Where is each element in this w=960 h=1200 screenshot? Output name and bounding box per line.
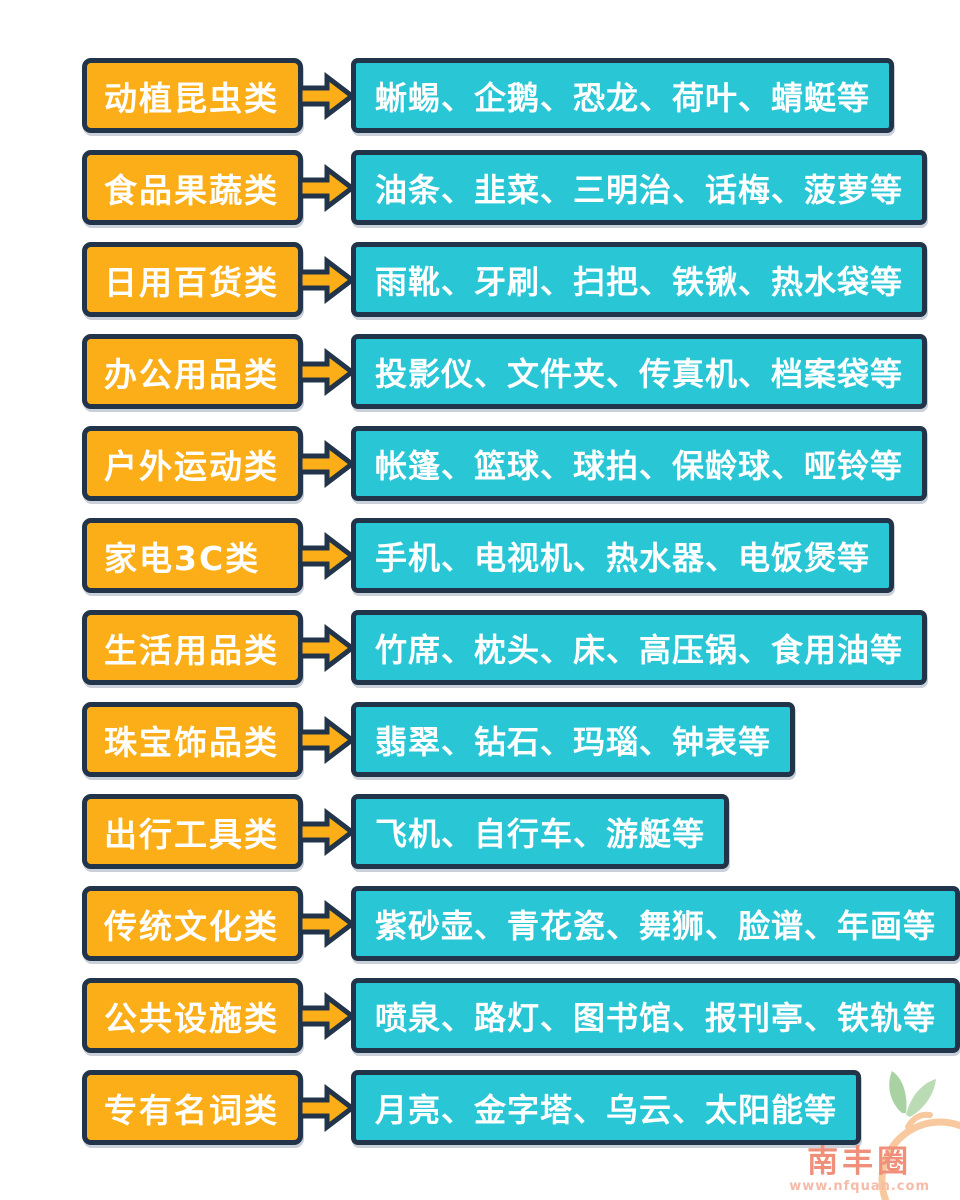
category-box: 专有名词类	[82, 1070, 303, 1145]
items-label: 翡翠、钻石、玛瑙、钟表等	[375, 722, 772, 761]
category-label: 动植昆虫类	[104, 78, 279, 118]
category-label: 生活用品类	[104, 630, 279, 670]
items-label: 蜥蜴、企鹅、恐龙、荷叶、蜻蜓等	[375, 78, 871, 117]
items-box: 蜥蜴、企鹅、恐龙、荷叶、蜻蜓等	[351, 58, 895, 133]
items-label: 油条、韭菜、三明治、话梅、菠萝等	[375, 170, 904, 209]
category-box: 日用百货类	[82, 242, 303, 317]
category-box: 传统文化类	[82, 886, 303, 961]
arrow-right-icon	[298, 899, 356, 948]
watermark-url: www.nfquan.com	[789, 1179, 930, 1194]
items-box: 竹席、枕头、床、高压锅、食用油等	[351, 610, 928, 685]
arrow-right-icon	[298, 255, 356, 304]
items-label: 帐篷、篮球、球拍、保龄球、哑铃等	[375, 446, 904, 485]
items-label: 手机、电视机、热水器、电饭煲等	[375, 538, 871, 577]
arrow-right-icon	[298, 163, 356, 212]
watermark-brand: 南丰圈	[807, 1143, 913, 1180]
items-box: 翡翠、钻石、玛瑙、钟表等	[351, 702, 796, 777]
category-box: 家电3C类	[82, 518, 303, 593]
arrow-right-icon	[298, 1083, 356, 1132]
items-label: 紫砂壶、青花瓷、舞狮、脸谱、年画等	[375, 906, 937, 945]
category-row: 办公用品类 投影仪、文件夹、传真机、档案袋等	[82, 334, 960, 409]
category-label: 传统文化类	[104, 906, 279, 946]
category-label: 家电3C类	[104, 538, 261, 578]
category-row: 公共设施类 喷泉、路灯、图书馆、报刊亭、铁轨等	[82, 978, 960, 1053]
category-label: 珠宝饰品类	[104, 722, 279, 762]
category-label: 日用百货类	[104, 262, 279, 302]
items-box: 月亮、金字塔、乌云、太阳能等	[351, 1070, 862, 1145]
category-label: 专有名词类	[104, 1090, 279, 1130]
category-row: 日用百货类 雨靴、牙刷、扫把、铁锹、热水袋等	[82, 242, 960, 317]
category-row: 食品果蔬类 油条、韭菜、三明治、话梅、菠萝等	[82, 150, 960, 225]
category-box: 生活用品类	[82, 610, 303, 685]
items-box: 油条、韭菜、三明治、话梅、菠萝等	[351, 150, 928, 225]
items-label: 竹席、枕头、床、高压锅、食用油等	[375, 630, 904, 669]
items-label: 飞机、自行车、游艇等	[375, 814, 706, 853]
items-box: 投影仪、文件夹、传真机、档案袋等	[351, 334, 928, 409]
category-label: 出行工具类	[104, 814, 279, 854]
category-box: 户外运动类	[82, 426, 303, 501]
category-row: 专有名词类 月亮、金字塔、乌云、太阳能等	[82, 1070, 960, 1145]
category-box: 公共设施类	[82, 978, 303, 1053]
items-label: 月亮、金字塔、乌云、太阳能等	[375, 1090, 838, 1129]
category-row: 家电3C类 手机、电视机、热水器、电饭煲等	[82, 518, 960, 593]
items-box: 喷泉、路灯、图书馆、报刊亭、铁轨等	[351, 978, 960, 1053]
category-label: 户外运动类	[104, 446, 279, 486]
items-box: 手机、电视机、热水器、电饭煲等	[351, 518, 895, 593]
items-box: 雨靴、牙刷、扫把、铁锹、热水袋等	[351, 242, 928, 317]
category-label: 食品果蔬类	[104, 170, 279, 210]
items-box: 帐篷、篮球、球拍、保龄球、哑铃等	[351, 426, 928, 501]
items-box: 紫砂壶、青花瓷、舞狮、脸谱、年画等	[351, 886, 960, 961]
category-box: 食品果蔬类	[82, 150, 303, 225]
category-row: 户外运动类 帐篷、篮球、球拍、保龄球、哑铃等	[82, 426, 960, 501]
arrow-right-icon	[298, 991, 356, 1040]
category-label: 办公用品类	[104, 354, 279, 394]
category-row: 传统文化类 紫砂壶、青花瓷、舞狮、脸谱、年画等	[82, 886, 960, 961]
category-box: 动植昆虫类	[82, 58, 303, 133]
arrow-right-icon	[298, 347, 356, 396]
arrow-right-icon	[298, 71, 356, 120]
flowchart-rows: 动植昆虫类 蜥蜴、企鹅、恐龙、荷叶、蜻蜓等 食品果蔬类 油条、韭菜、三明治、话梅…	[82, 58, 960, 1145]
arrow-right-icon	[298, 715, 356, 764]
arrow-right-icon	[298, 807, 356, 856]
arrow-right-icon	[298, 531, 356, 580]
category-row: 珠宝饰品类 翡翠、钻石、玛瑙、钟表等	[82, 702, 960, 777]
arrow-right-icon	[298, 439, 356, 488]
arrow-right-icon	[298, 623, 356, 672]
category-box: 珠宝饰品类	[82, 702, 303, 777]
watermark-text: 南丰圈 www.nfquan.com	[789, 1145, 930, 1194]
category-row: 生活用品类 竹席、枕头、床、高压锅、食用油等	[82, 610, 960, 685]
category-label: 公共设施类	[104, 998, 279, 1038]
category-row: 动植昆虫类 蜥蜴、企鹅、恐龙、荷叶、蜻蜓等	[82, 58, 960, 133]
items-label: 投影仪、文件夹、传真机、档案袋等	[375, 354, 904, 393]
category-box: 办公用品类	[82, 334, 303, 409]
category-box: 出行工具类	[82, 794, 303, 869]
items-label: 雨靴、牙刷、扫把、铁锹、热水袋等	[375, 262, 904, 301]
items-label: 喷泉、路灯、图书馆、报刊亭、铁轨等	[375, 998, 937, 1037]
category-row: 出行工具类 飞机、自行车、游艇等	[82, 794, 960, 869]
items-box: 飞机、自行车、游艇等	[351, 794, 730, 869]
